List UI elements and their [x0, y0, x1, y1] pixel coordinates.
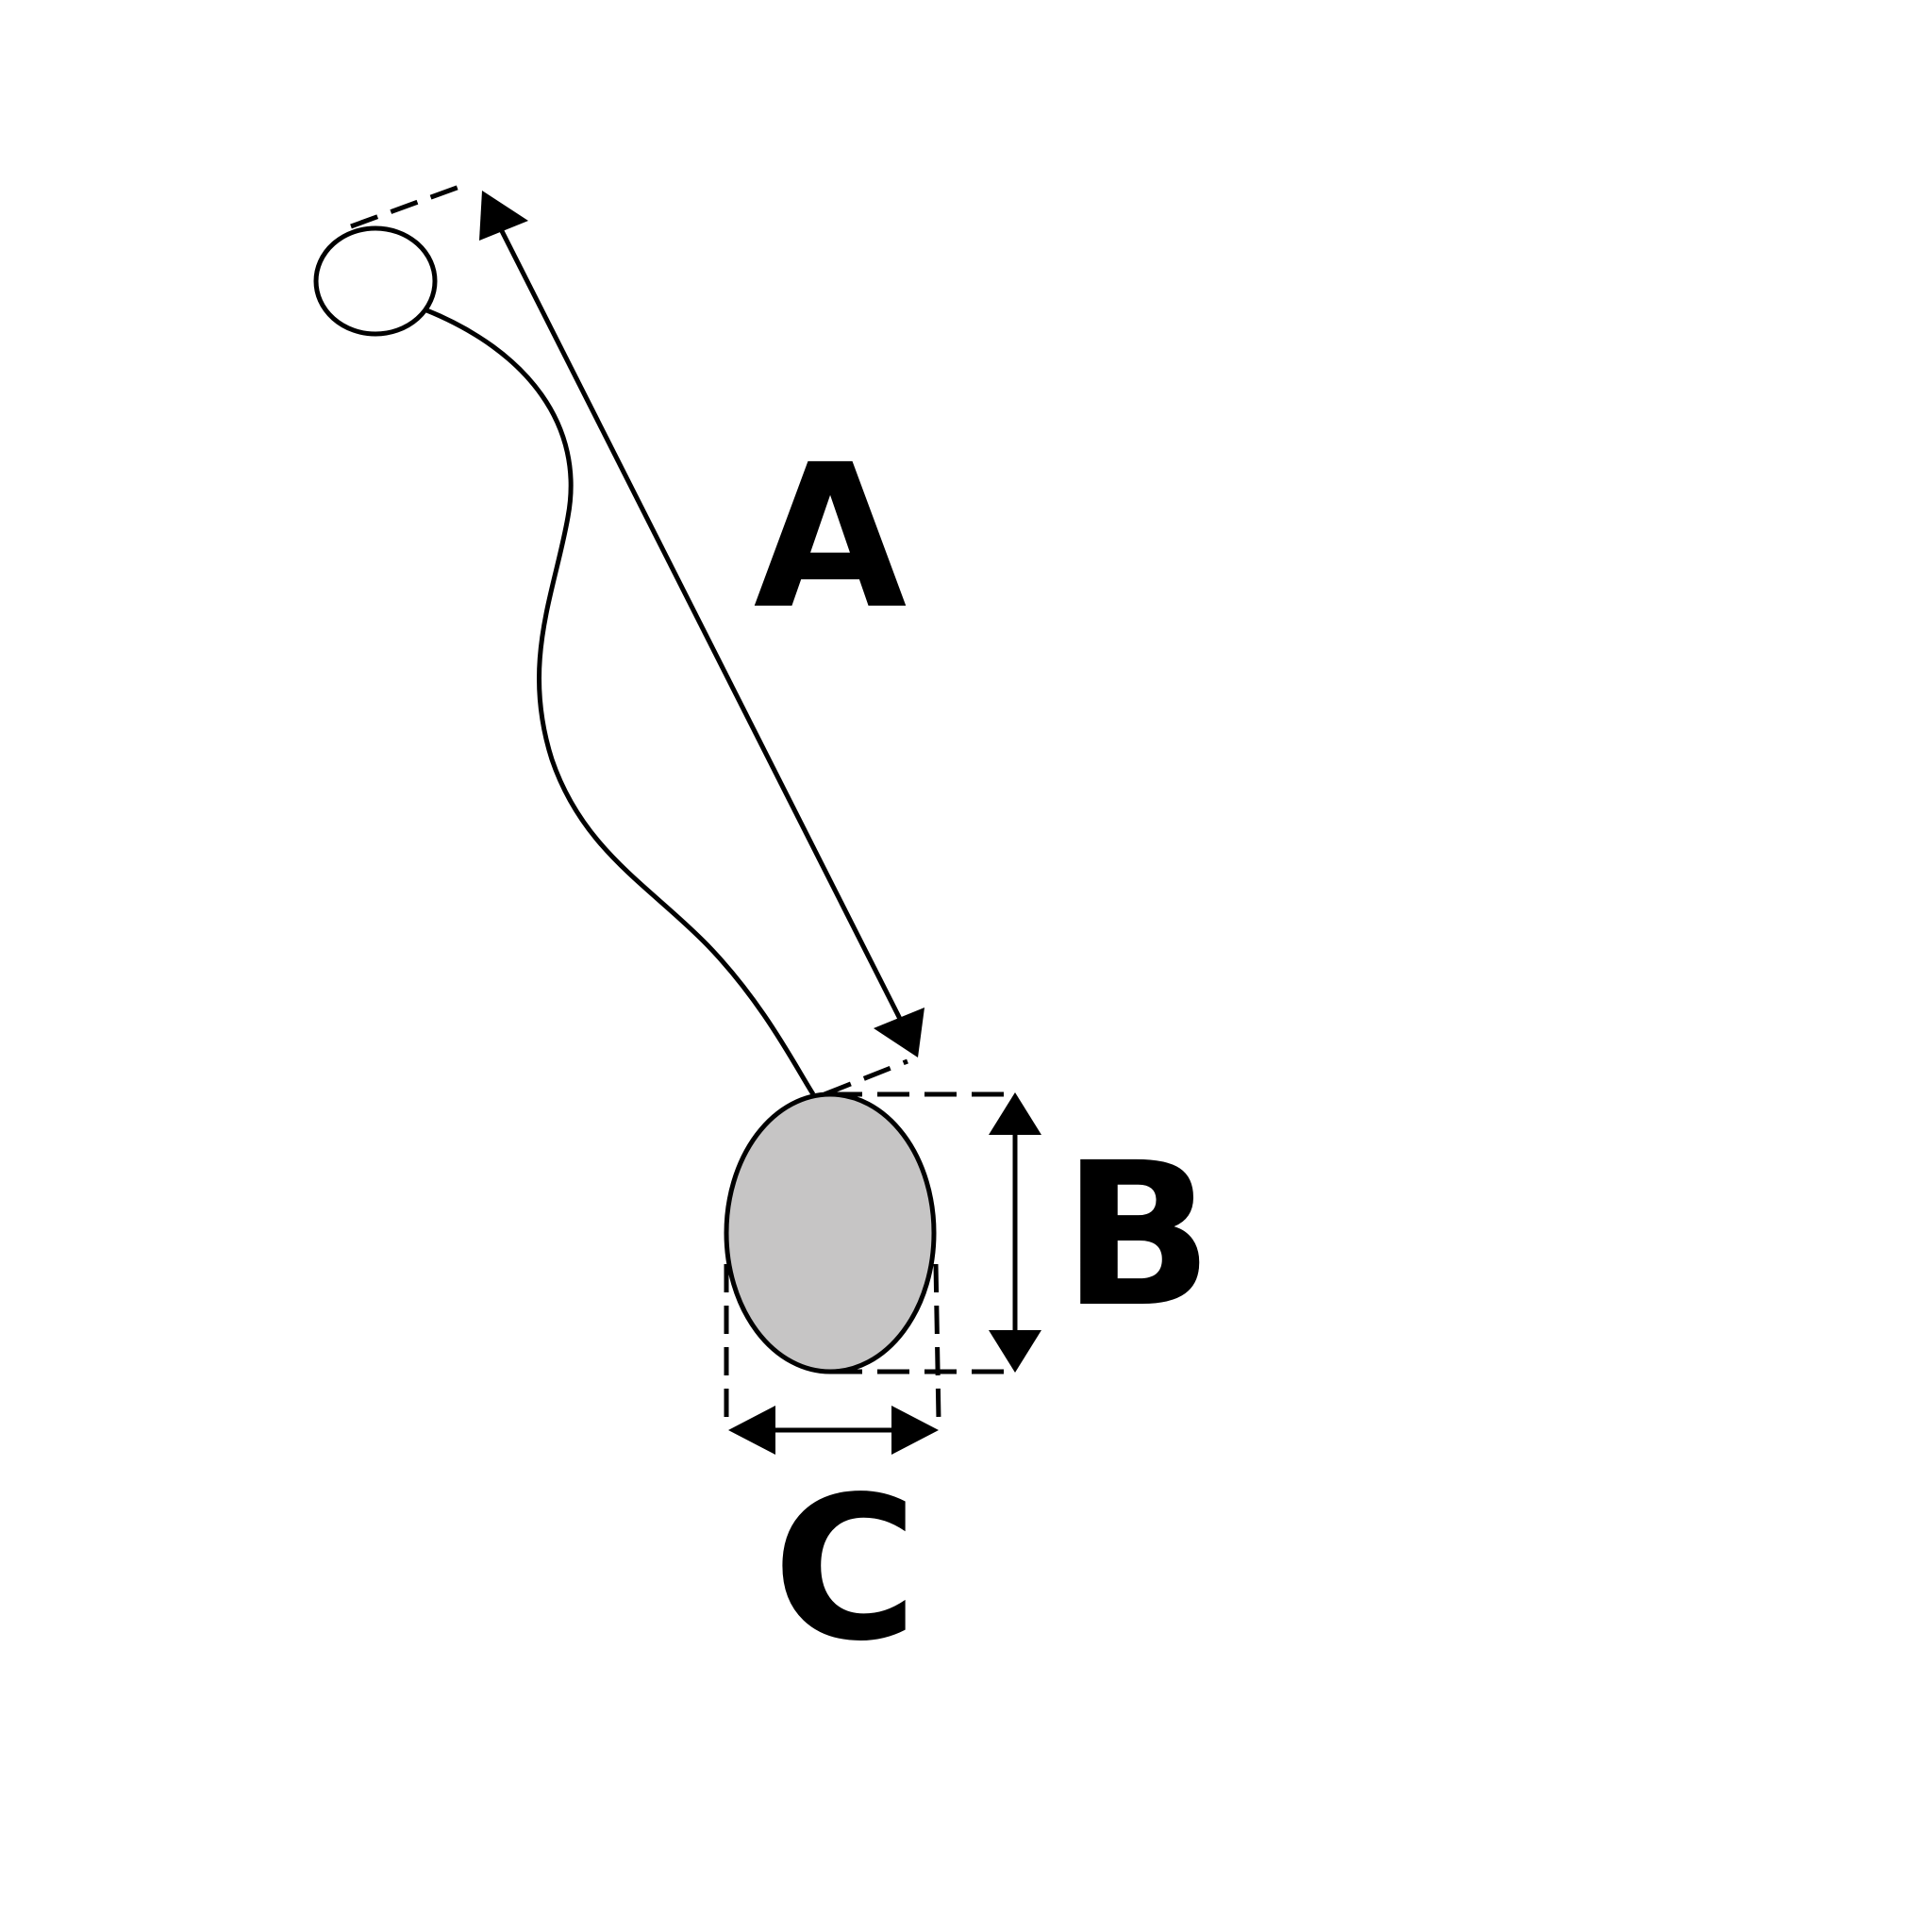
label-b: B: [1062, 1120, 1213, 1351]
arrow-a-shaft: [495, 222, 905, 1024]
arrow-a-head-bottom: [874, 1008, 924, 1058]
connecting-curve: [424, 307, 816, 1096]
small-ellipse: [313, 225, 438, 337]
label-a: A: [754, 422, 908, 653]
arrow-b-head-bottom: [989, 1330, 1041, 1373]
dashed-guide-c-right: [933, 1263, 941, 1421]
arrow-c-head-right: [891, 1406, 939, 1455]
arrow-b-head-top: [989, 1092, 1041, 1135]
dashed-extension-bottom: [824, 1058, 908, 1097]
dashed-extension-top: [350, 180, 471, 229]
arrow-c-head-left: [728, 1406, 775, 1455]
arrow-a-head-top: [479, 191, 528, 241]
label-c: C: [773, 1454, 918, 1685]
large-ellipse: [724, 1091, 937, 1374]
